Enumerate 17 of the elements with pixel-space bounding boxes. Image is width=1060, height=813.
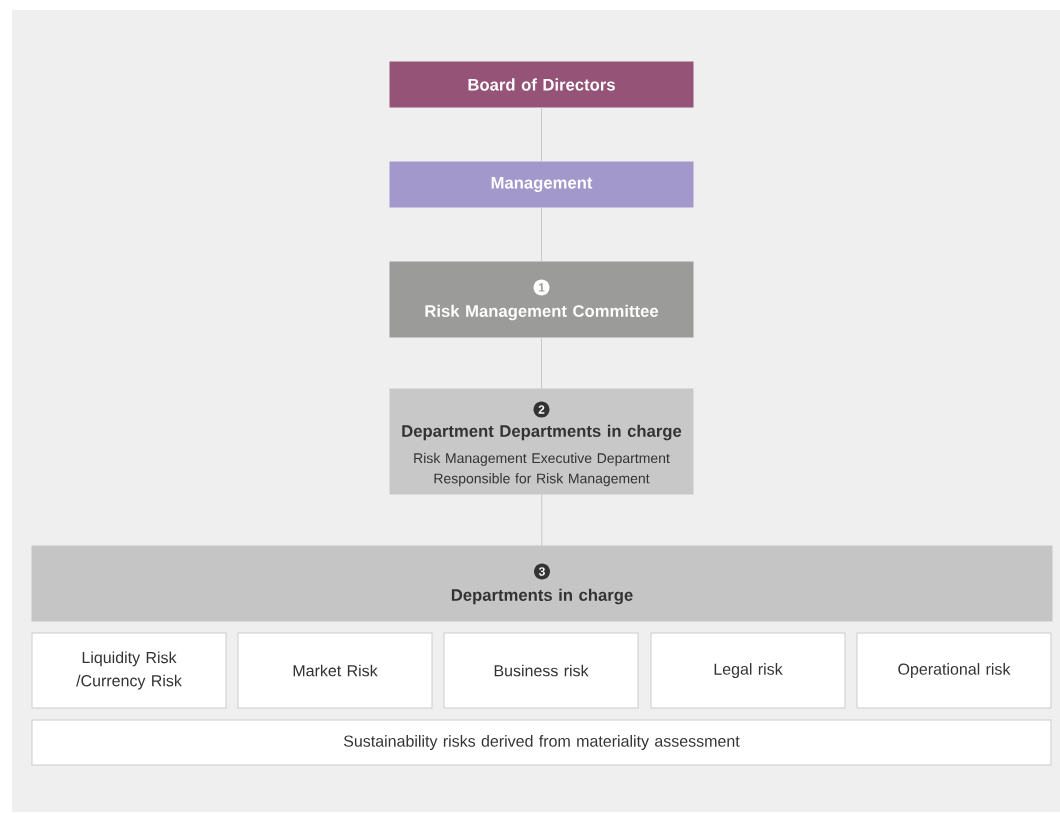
risk-box: Business risk bbox=[443, 632, 639, 709]
connector-line bbox=[541, 107, 542, 162]
risk-box: Market Risk bbox=[237, 632, 433, 709]
number-badge: 3 bbox=[534, 563, 550, 580]
connector-line bbox=[541, 337, 542, 389]
org-box: Management bbox=[389, 161, 694, 208]
risk-box: Liquidity Risk /Currency Risk bbox=[31, 632, 227, 709]
header-band: 3 Departments in charge bbox=[31, 545, 1053, 622]
number-badge: 1 bbox=[533, 279, 550, 296]
org-box: Board of Directors bbox=[389, 61, 694, 108]
risk-box: Sustainability risks derived from materiality assessment bbox=[31, 719, 1052, 766]
risk-box: Operational risk bbox=[856, 632, 1052, 709]
number-badge: 2 bbox=[533, 401, 550, 418]
org-box: 2 Department Departments in charge Risk Management Executive Department Responsible for Risk Management bbox=[389, 388, 694, 495]
org-box: 1 Risk Management Committee bbox=[389, 261, 694, 338]
risk-box: Legal risk bbox=[650, 632, 846, 709]
connector-line bbox=[541, 207, 542, 262]
